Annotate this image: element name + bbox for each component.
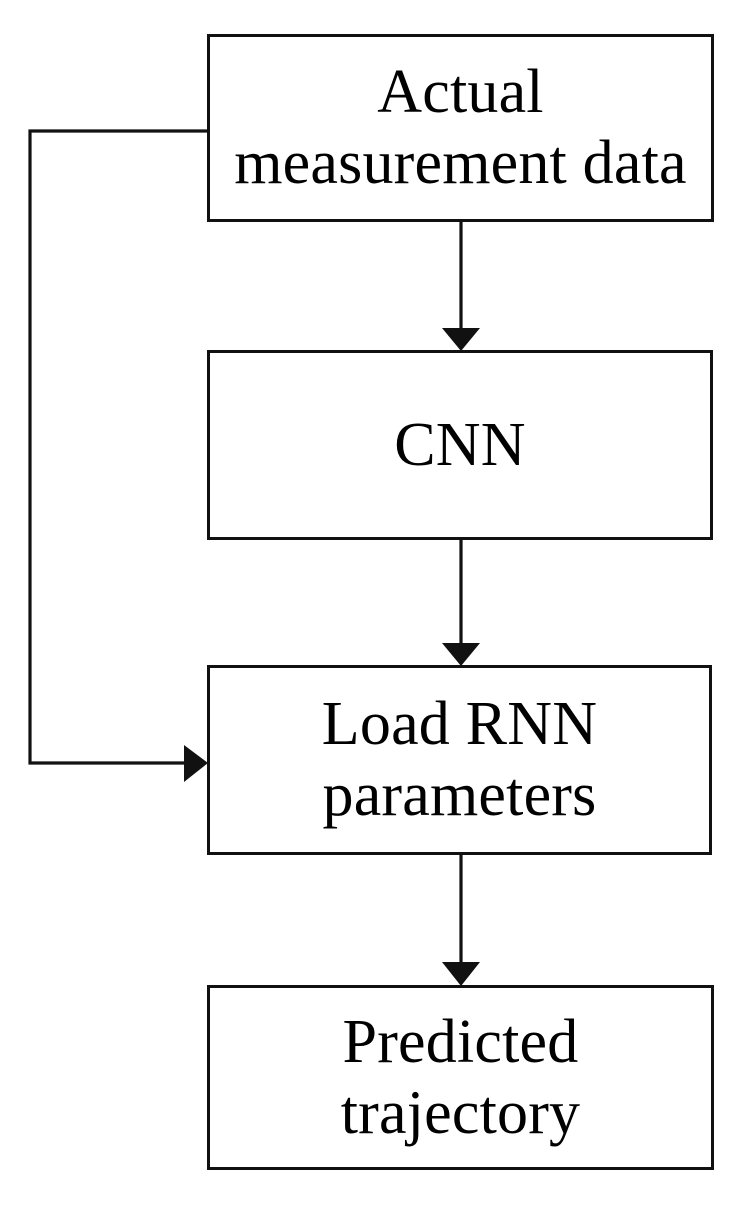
edge-data-to-load-rnn-bypass-line [28,129,207,765]
edge-load-rnn-to-predicted [442,855,480,986]
edge-data-to-cnn [442,222,480,351]
node-cnn-label: CNN [394,410,526,479]
edge-cnn-to-load-rnn [442,540,480,666]
node-actual-measurement-data-label: Actual measurement data [234,58,687,197]
node-cnn[interactable]: CNN [207,350,713,540]
edge-data-to-load-rnn-bypass [28,129,208,782]
node-predicted-trajectory[interactable]: Predicted trajectory [207,985,714,1170]
edge-load-rnn-to-predicted-arrowhead [442,962,480,986]
edge-cnn-to-load-rnn-arrowhead [442,643,480,666]
edge-data-to-load-rnn-bypass-arrowhead [184,745,208,782]
edge-data-to-cnn-arrowhead [442,328,480,351]
node-predicted-trajectory-label: Predicted trajectory [340,1007,581,1147]
node-actual-measurement-data[interactable]: Actual measurement data [207,34,714,222]
node-load-rnn-parameters[interactable]: Load RNN parameters [207,665,712,855]
node-load-rnn-parameters-label: Load RNN parameters [321,690,598,829]
